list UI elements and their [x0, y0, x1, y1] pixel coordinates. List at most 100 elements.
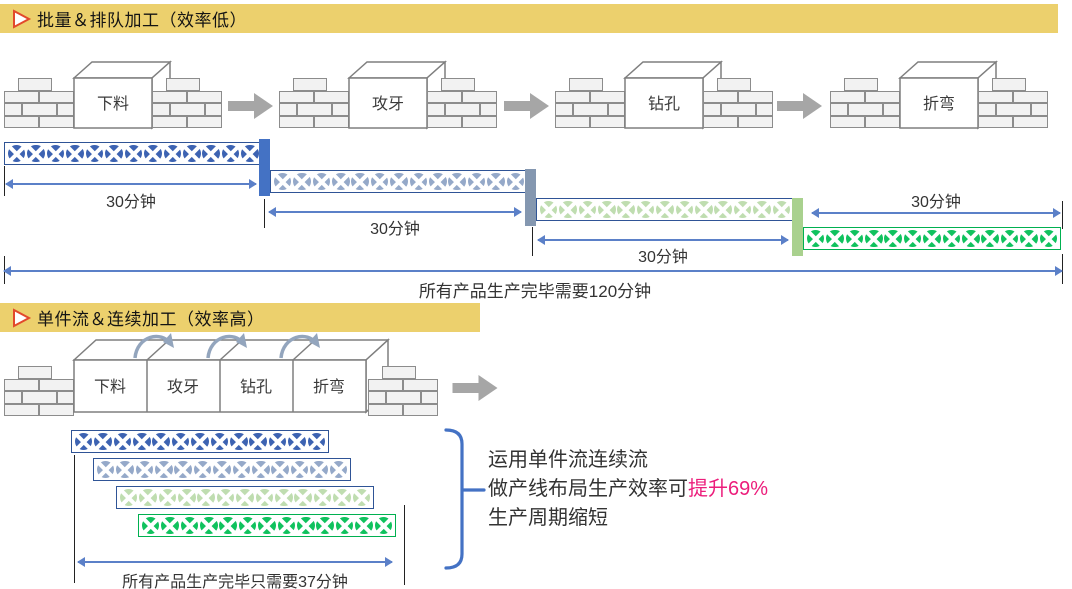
- cell-label-drilling: 钻孔: [240, 378, 272, 396]
- product-piece-icon: [1020, 229, 1038, 248]
- product-piece-icon: [352, 488, 371, 507]
- total-duration-arrow-1: [3, 266, 1063, 276]
- brick: [427, 90, 462, 103]
- section2-banner: 单件流＆连续加工（效率高）: [0, 303, 480, 332]
- product-piece-icon: [307, 432, 326, 451]
- hop-arrow-icon: [279, 333, 320, 359]
- note-line-2-prefix: 做产线布局生产效率可: [488, 478, 688, 500]
- product-piece-icon: [221, 144, 240, 163]
- product-piece-icon: [96, 460, 115, 479]
- product-piece-icon: [277, 516, 296, 535]
- batch-row-4: [803, 227, 1061, 250]
- brick: [293, 78, 327, 91]
- product-piece-icon: [506, 172, 525, 191]
- product-piece-icon: [216, 488, 235, 507]
- product-piece-icon: [559, 200, 577, 219]
- product-piece-icon: [409, 172, 428, 191]
- brick: [385, 391, 421, 404]
- hop-arrow-icon: [133, 333, 174, 359]
- brick-wall: [279, 78, 349, 128]
- brick: [590, 115, 625, 128]
- hop-arrow-icon: [206, 333, 247, 359]
- product-piece-icon: [171, 432, 190, 451]
- product-piece-icon: [105, 144, 123, 163]
- product-piece-icon: [155, 460, 173, 479]
- product-piece-icon: [158, 488, 177, 507]
- product-piece-icon: [355, 516, 373, 535]
- brick: [830, 115, 865, 128]
- brick: [169, 103, 205, 116]
- duration-arrow-3: [537, 235, 789, 245]
- product-piece-icon: [714, 200, 732, 219]
- brick: [427, 115, 462, 128]
- brick: [21, 103, 57, 116]
- product-piece-icon: [826, 229, 844, 248]
- dimension-tick: [404, 505, 405, 585]
- brick: [420, 391, 438, 404]
- brick: [403, 403, 438, 416]
- product-piece-icon: [675, 200, 694, 219]
- product-piece-icon: [578, 200, 597, 219]
- product-piece-icon: [241, 144, 259, 163]
- brick: [152, 103, 170, 116]
- product-piece-icon: [290, 460, 309, 479]
- brick: [978, 115, 1013, 128]
- duration-arrow-1: [5, 179, 257, 189]
- product-piece-icon: [903, 229, 922, 248]
- product-piece-icon: [119, 488, 138, 507]
- product-piece-icon: [210, 432, 229, 451]
- product-piece-icon: [539, 200, 558, 219]
- dimension-tick: [74, 455, 75, 583]
- product-piece-icon: [310, 460, 328, 479]
- dimension-tick: [1062, 201, 1063, 229]
- total-duration-label-2: 所有产品生产完毕只需要37分钟: [122, 574, 348, 589]
- product-piece-icon: [213, 460, 231, 479]
- cell-label-bending: 折弯: [313, 378, 345, 396]
- product-piece-icon: [923, 229, 941, 248]
- brick: [4, 90, 39, 103]
- brick: [18, 366, 52, 379]
- product-piece-icon: [200, 516, 218, 535]
- brick: [572, 103, 608, 116]
- brick: [187, 90, 222, 103]
- brick: [152, 90, 187, 103]
- product-piece-icon: [230, 432, 248, 451]
- brick: [590, 90, 625, 103]
- brick: [555, 103, 573, 116]
- product-piece-icon: [133, 432, 151, 451]
- brick: [978, 103, 996, 116]
- transfer-bar-3: [792, 198, 803, 256]
- batch-row-3: [536, 198, 794, 221]
- product-piece-icon: [656, 200, 674, 219]
- product-piece-icon: [7, 144, 26, 163]
- flow-row-4: [138, 514, 396, 537]
- brick: [462, 90, 497, 103]
- product-piece-icon: [942, 229, 961, 248]
- process-box-bending: 折弯: [898, 60, 998, 130]
- brick: [368, 378, 403, 391]
- note-line-1: 运用单件流连续流: [488, 449, 648, 471]
- brick: [427, 103, 445, 116]
- brick: [1013, 90, 1048, 103]
- total-duration-arrow-2: [77, 557, 393, 567]
- product-piece-icon: [238, 516, 257, 535]
- brick: [368, 391, 386, 404]
- product-piece-icon: [197, 488, 215, 507]
- brick: [555, 90, 590, 103]
- total-duration-label-1: 所有产品生产完毕需要120分钟: [418, 282, 652, 301]
- product-piece-icon: [598, 200, 616, 219]
- flow-arrow-icon: [228, 93, 273, 119]
- product-piece-icon: [275, 488, 293, 507]
- product-piece-icon: [288, 432, 306, 451]
- brick: [569, 78, 603, 91]
- note-line-2-highlight: 提升69%: [688, 478, 769, 500]
- duration-label-2: 30分钟: [370, 221, 420, 238]
- product-piece-icon: [294, 488, 312, 507]
- flow-arrow-icon: [504, 93, 549, 119]
- brick: [717, 78, 751, 91]
- combined-process-box: 下料 攻牙 钻孔 折弯: [72, 333, 390, 414]
- brick: [279, 115, 314, 128]
- brick: [720, 103, 756, 116]
- product-piece-icon: [232, 460, 251, 479]
- duration-label-3: 30分钟: [638, 249, 688, 266]
